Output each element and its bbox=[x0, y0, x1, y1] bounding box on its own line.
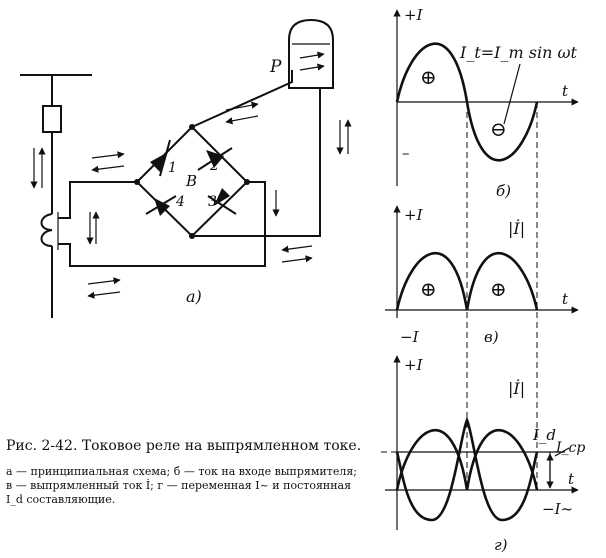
diode-label-3: 3 bbox=[208, 194, 217, 210]
diode-4 bbox=[145, 195, 177, 216]
figure-caption: Рис. 2-42. Токовое реле на выпрямленном … bbox=[6, 438, 362, 507]
caption-title: Рис. 2-42. Токовое реле на выпрямленном … bbox=[6, 438, 362, 454]
ac-component-curve bbox=[395, 416, 539, 522]
graph-g-minus: −I~ bbox=[542, 500, 573, 518]
graph-b-minus: – bbox=[402, 144, 410, 162]
graph-g-t-label: t bbox=[568, 470, 575, 488]
positive-sign: ⊕ bbox=[420, 65, 437, 89]
bridge-label: B bbox=[185, 172, 197, 190]
relay bbox=[288, 18, 334, 89]
wire-bridge-return bbox=[58, 181, 266, 267]
diode-2 bbox=[197, 147, 233, 171]
graph-b-t-label: t bbox=[562, 82, 569, 100]
positive-sign-1: ⊕ bbox=[420, 277, 437, 301]
wire-ct-to-bridge bbox=[58, 181, 137, 219]
graph-rectified-current: +I t |İ| ⊕ ⊕ −I в) bbox=[385, 205, 579, 346]
diode-label-2: 2 bbox=[209, 158, 219, 174]
graph-b-y-label: +I bbox=[404, 6, 424, 24]
graph-v-t-label: t bbox=[562, 290, 569, 308]
panel-label-a: а) bbox=[186, 287, 202, 306]
panel-label-b: б) bbox=[496, 182, 511, 200]
graph-input-current: +I t I_t=I_m sin ωt ⊕ ⊖ – б) bbox=[393, 6, 579, 200]
graph-v-curve-label: |İ| bbox=[508, 218, 525, 238]
breaker-box bbox=[42, 105, 62, 133]
relay-label: P bbox=[269, 57, 282, 77]
diode-1 bbox=[150, 139, 171, 177]
icp-label: I_cp bbox=[555, 440, 585, 456]
graph-v-y-label: +I bbox=[404, 206, 424, 224]
id-label: I_d bbox=[532, 426, 556, 444]
panel-label-g: г) bbox=[494, 536, 508, 554]
rectified-curve-g bbox=[395, 428, 539, 491]
diode-3 bbox=[207, 188, 237, 215]
circuit-diagram: P B 1 2 3 4 а) bbox=[20, 18, 352, 318]
current-transformer-coil bbox=[40, 213, 53, 247]
wire-relay-to-bridge bbox=[192, 88, 321, 237]
rectified-curve bbox=[395, 251, 539, 311]
diode-label-4: 4 bbox=[175, 194, 185, 210]
panel-label-v: в) bbox=[484, 328, 499, 346]
wire-bridge-to-relay bbox=[191, 70, 293, 128]
positive-sign-2: ⊕ bbox=[490, 277, 507, 301]
graph-v-minus: −I bbox=[400, 328, 420, 346]
graph-components: +I t |İ| I_d I_cp −I~ г) bbox=[385, 355, 585, 554]
caption-description: а — принципиальная схема; б — ток на вхо… bbox=[6, 465, 357, 506]
graph-g-y-label: +I bbox=[404, 356, 424, 374]
guide-lines bbox=[380, 102, 538, 492]
graph-g-curve-label: |İ| bbox=[508, 378, 525, 398]
negative-sign: ⊖ bbox=[490, 117, 507, 141]
formula-label: I_t=I_m sin ωt bbox=[459, 43, 578, 62]
diode-label-1: 1 bbox=[168, 160, 177, 176]
